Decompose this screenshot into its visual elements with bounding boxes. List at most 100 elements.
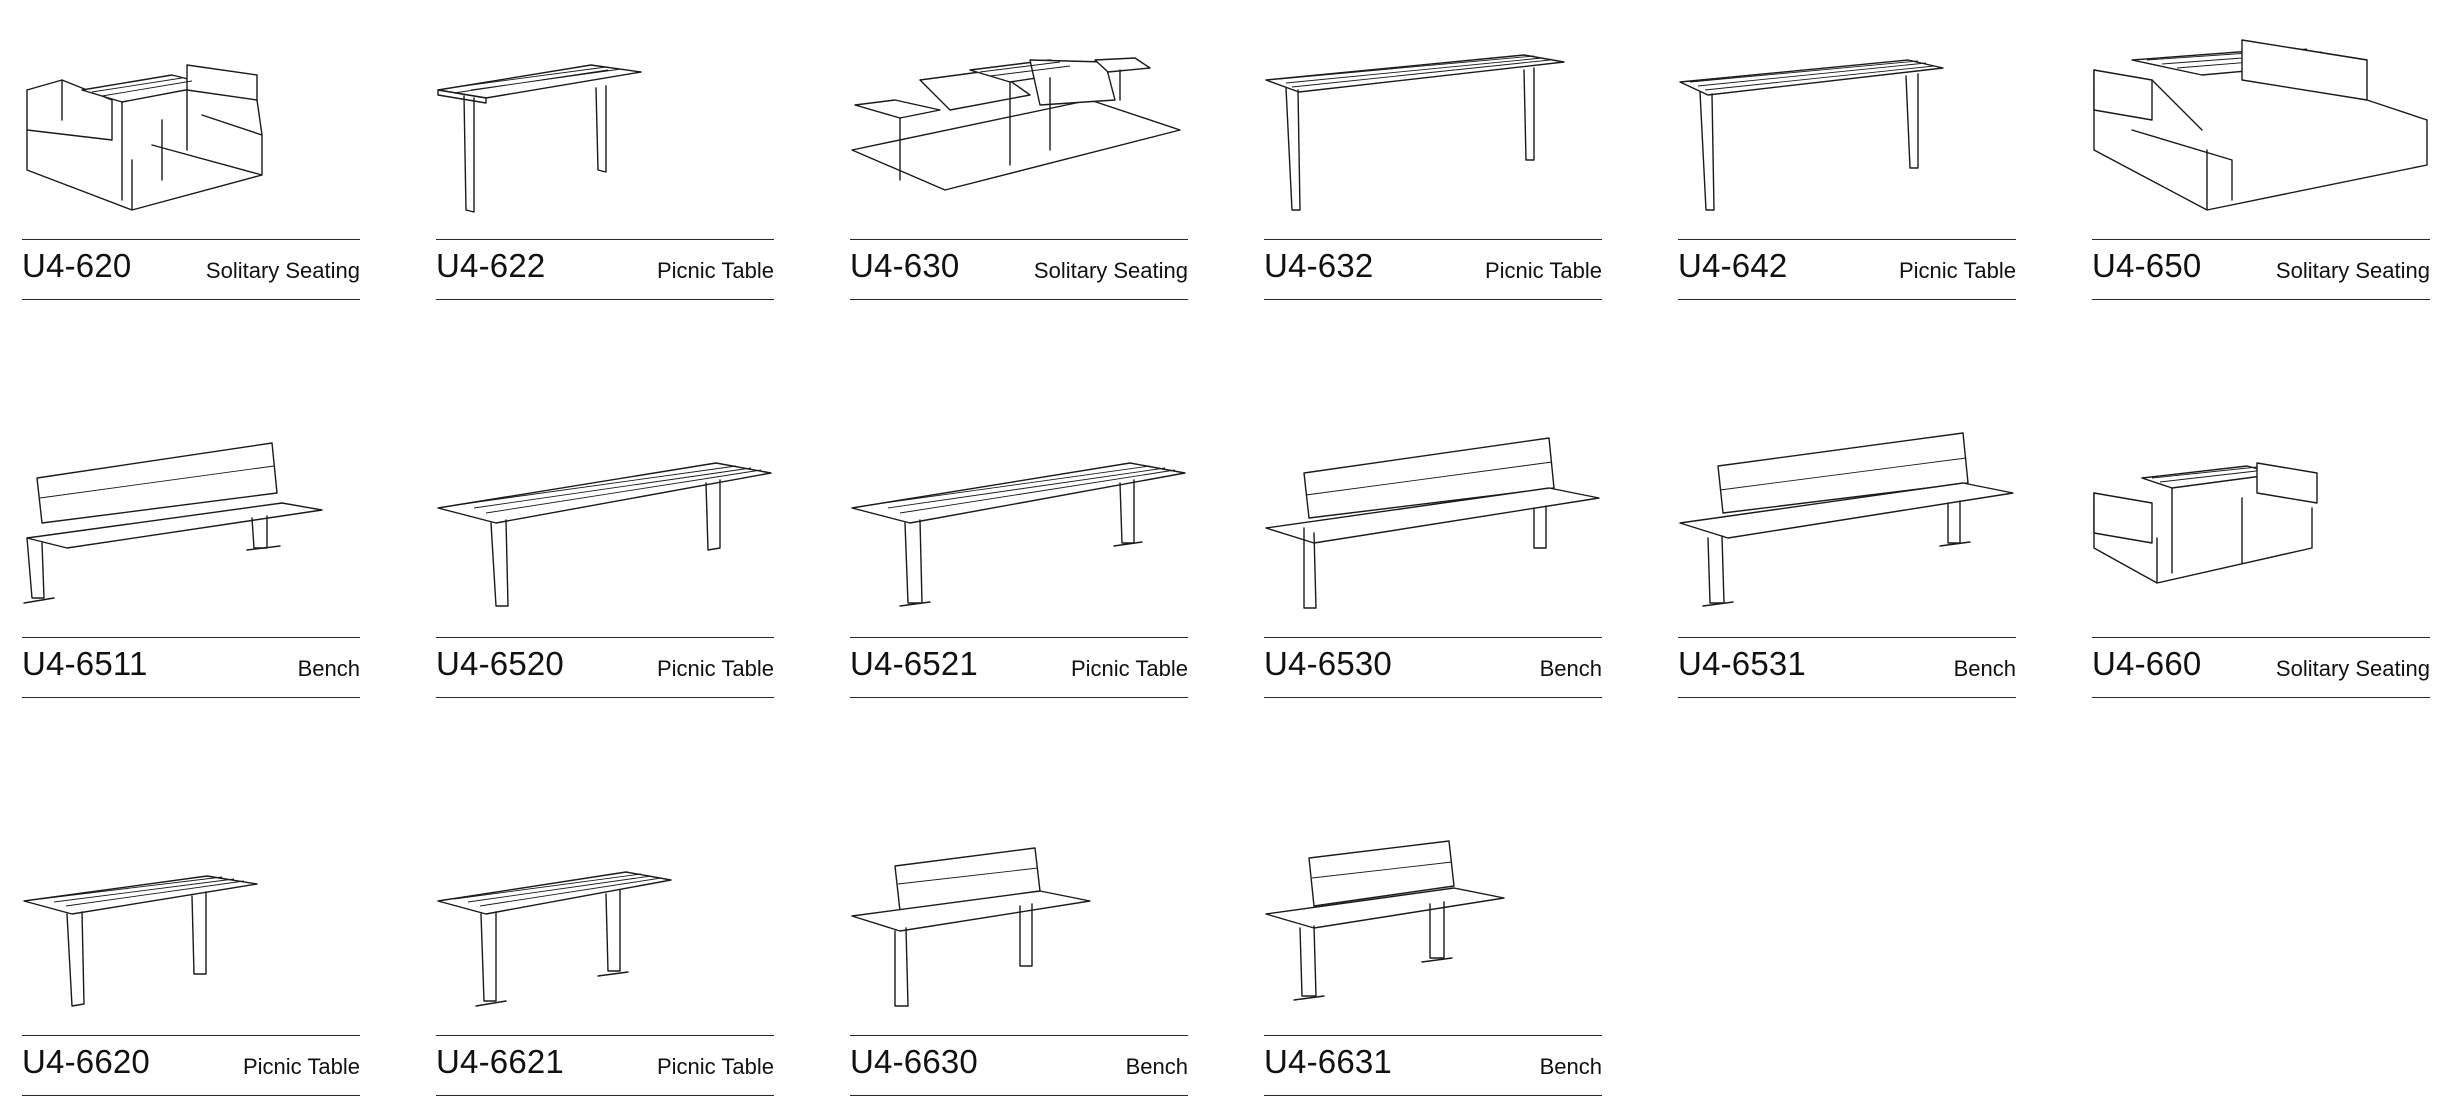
product-code[interactable]: U4-6521 — [850, 645, 978, 682]
product-card[interactable]: U4-642 Picnic Table — [1678, 0, 2016, 300]
divider — [1678, 299, 2016, 300]
product-category: Solitary Seating — [205, 258, 360, 283]
product-code[interactable]: U4-6520 — [436, 645, 564, 682]
divider — [1264, 697, 1602, 698]
product-code[interactable]: U4-6621 — [436, 1043, 564, 1080]
product-category: Picnic Table — [657, 656, 774, 681]
product-card[interactable]: U4-660 Solitary Seating — [2092, 398, 2430, 698]
product-code[interactable]: U4-650 — [2092, 247, 2202, 284]
divider — [1264, 637, 1602, 638]
product-code[interactable]: U4-6620 — [22, 1043, 150, 1080]
product-image[interactable] — [22, 398, 360, 618]
product-category: Picnic Table — [1485, 258, 1602, 283]
bench-icon — [1265, 840, 1505, 1001]
divider — [1678, 637, 2016, 638]
product-card[interactable]: U4-6521 Picnic Table — [850, 398, 1188, 698]
product-image[interactable] — [436, 796, 774, 1016]
picnic-table-icon — [1265, 54, 1565, 211]
product-card[interactable]: U4-6620 Picnic Table — [22, 796, 360, 1096]
divider — [436, 637, 774, 638]
divider — [22, 1035, 360, 1036]
product-image[interactable] — [22, 796, 360, 1016]
divider — [2092, 697, 2430, 698]
product-code[interactable]: U4-620 — [22, 247, 132, 284]
divider — [2092, 299, 2430, 300]
product-code[interactable]: U4-6631 — [1264, 1043, 1392, 1080]
product-card[interactable]: U4-622 Picnic Table — [436, 0, 774, 300]
divider — [850, 1095, 1188, 1096]
product-image[interactable] — [850, 0, 1188, 220]
solitary-seating-icon — [2093, 462, 2318, 584]
solitary-seating-icon — [26, 64, 263, 211]
divider — [1264, 1035, 1602, 1036]
product-card[interactable]: U4-632 Picnic Table — [1264, 0, 1602, 300]
product-category: Picnic Table — [243, 1054, 360, 1079]
product-category: Bench — [297, 656, 360, 681]
product-category: Solitary Seating — [2275, 656, 2430, 681]
product-image[interactable] — [1264, 0, 1602, 220]
product-card[interactable]: U4-6621 Picnic Table — [436, 796, 774, 1096]
bench-icon — [1265, 437, 1600, 609]
product-code[interactable]: U4-642 — [1678, 247, 1788, 284]
product-image[interactable] — [1678, 0, 2016, 220]
divider — [436, 1095, 774, 1096]
bench-icon — [1679, 432, 2014, 607]
product-category: Picnic Table — [1899, 258, 2016, 283]
product-code[interactable]: U4-6530 — [1264, 645, 1392, 682]
product-card[interactable]: U4-620 Solitary Seating — [22, 0, 360, 300]
divider — [436, 239, 774, 240]
product-category: Bench — [1539, 656, 1602, 681]
picnic-table-icon — [1679, 59, 1944, 211]
product-image[interactable] — [2092, 398, 2430, 618]
product-category: Bench — [1539, 1054, 1602, 1079]
product-image[interactable] — [2092, 0, 2430, 220]
solitary-seating-icon — [2093, 39, 2428, 211]
divider — [436, 299, 774, 300]
divider — [22, 299, 360, 300]
product-image[interactable] — [850, 398, 1188, 618]
product-image[interactable] — [436, 398, 774, 618]
product-card[interactable]: U4-6530 Bench — [1264, 398, 1602, 698]
divider — [850, 637, 1188, 638]
divider — [22, 697, 360, 698]
product-image[interactable] — [1264, 398, 1602, 618]
product-card[interactable]: U4-630 Solitary Seating — [850, 0, 1188, 300]
product-card[interactable]: U4-6631 Bench — [1264, 796, 1602, 1096]
product-category: Solitary Seating — [2275, 258, 2430, 283]
product-image[interactable] — [22, 0, 360, 220]
divider — [1678, 697, 2016, 698]
picnic-table-icon — [437, 871, 672, 1007]
product-category: Picnic Table — [1071, 656, 1188, 681]
product-image[interactable] — [436, 0, 774, 220]
divider — [850, 697, 1188, 698]
product-image[interactable] — [850, 796, 1188, 1016]
divider — [850, 299, 1188, 300]
picnic-table-icon — [437, 462, 772, 607]
product-card[interactable]: U4-6531 Bench — [1678, 398, 2016, 698]
product-code[interactable]: U4-630 — [850, 247, 960, 284]
product-card[interactable]: U4-6511 Bench — [22, 398, 360, 698]
product-image[interactable] — [1678, 398, 2016, 618]
product-card[interactable]: U4-6520 Picnic Table — [436, 398, 774, 698]
product-code[interactable]: U4-632 — [1264, 247, 1374, 284]
divider — [850, 239, 1188, 240]
product-code[interactable]: U4-660 — [2092, 645, 2202, 682]
product-code[interactable]: U4-622 — [436, 247, 546, 284]
divider — [1264, 299, 1602, 300]
product-code[interactable]: U4-6630 — [850, 1043, 978, 1080]
divider — [1678, 239, 2016, 240]
product-card[interactable]: U4-6630 Bench — [850, 796, 1188, 1096]
product-image[interactable] — [1264, 796, 1602, 1016]
divider — [1264, 239, 1602, 240]
divider — [2092, 239, 2430, 240]
product-category: Bench — [1953, 656, 2016, 681]
product-category: Bench — [1125, 1054, 1188, 1079]
product-category: Picnic Table — [657, 258, 774, 283]
divider — [2092, 637, 2430, 638]
divider — [22, 239, 360, 240]
product-code[interactable]: U4-6511 — [22, 645, 148, 682]
product-card[interactable]: U4-650 Solitary Seating — [2092, 0, 2430, 300]
product-code[interactable]: U4-6531 — [1678, 645, 1806, 682]
picnic-table-icon — [23, 875, 258, 1007]
